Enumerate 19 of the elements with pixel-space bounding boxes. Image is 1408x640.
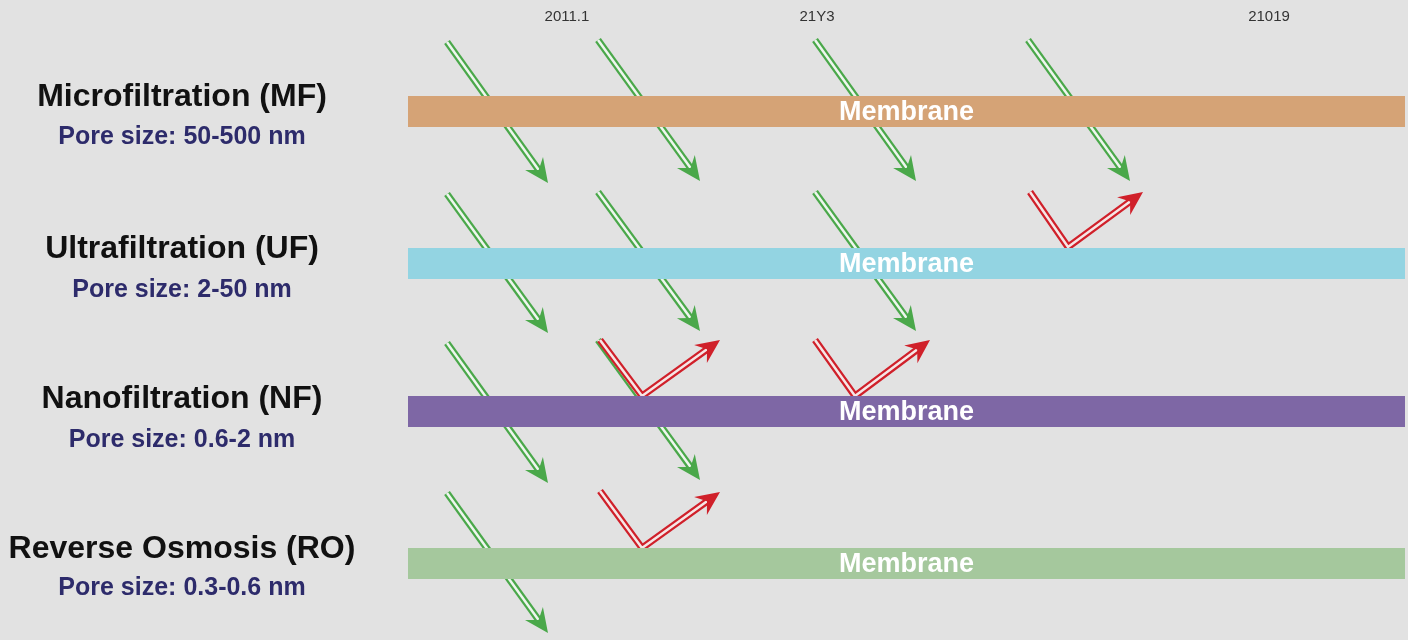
membrane-band <box>408 396 1405 427</box>
membrane-label: Membrane <box>838 248 974 279</box>
process-name: Nanofiltration (NF) <box>41 379 323 415</box>
process-name: Ultrafiltration (UF) <box>45 229 319 265</box>
membrane-label: Membrane <box>838 396 974 427</box>
membrane-band <box>408 548 1405 579</box>
column-label: 21019 <box>1248 7 1290 25</box>
pore-size-label: Pore size: 0.6-2 nm <box>68 423 296 453</box>
membrane-band <box>408 248 1405 279</box>
membrane-label: Membrane <box>838 96 974 127</box>
membrane-band <box>408 96 1405 127</box>
membrane-label: Membrane <box>838 548 974 579</box>
pore-size-label: Pore size: 0.3-0.6 nm <box>58 571 306 601</box>
process-name: Reverse Osmosis (RO) <box>8 529 356 565</box>
process-name: Microfiltration (MF) <box>37 77 327 113</box>
column-label: 21Y3 <box>799 7 835 25</box>
pore-size-label: Pore size: 2-50 nm <box>72 273 292 303</box>
pore-size-label: Pore size: 50-500 nm <box>58 120 306 150</box>
column-label: 2011.1 <box>544 7 590 25</box>
